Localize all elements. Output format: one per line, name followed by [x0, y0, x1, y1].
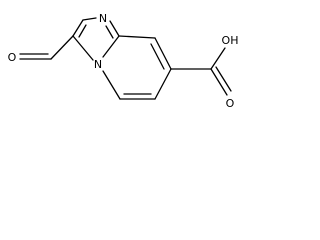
bond-c2-n1	[82, 17, 97, 21]
bond-n1-c8a-double	[105, 25, 114, 39]
chemical-structure: N N O OH O	[8, 12, 239, 110]
bond-c3-c2	[72, 19, 84, 37]
bond-c8-c7	[154, 37, 172, 70]
bond-c7-c6	[154, 68, 172, 100]
atom-n-bridgehead: N	[94, 58, 102, 71]
bond-c8a-c8	[118, 35, 156, 39]
bond-cooh-o	[210, 68, 228, 96]
bond-cooh-oh	[210, 47, 226, 70]
bond-n1-c8a	[109, 20, 120, 37]
atom-o-carbonyl: O	[226, 97, 235, 110]
atom-oh: OH	[222, 34, 239, 47]
atom-n-imidazole: N	[99, 12, 107, 25]
bonds	[19, 17, 232, 100]
bond-c5-n4	[102, 70, 121, 100]
bond-c8-c7-double	[150, 43, 165, 70]
bond-c3-c2-double	[78, 24, 87, 38]
bond-cooh-o-double	[215, 66, 232, 92]
atom-o-aldehyde: O	[8, 51, 17, 64]
atom-labels: N N O OH O	[8, 12, 239, 110]
bond-c8a-n4	[102, 35, 120, 58]
bond-c3-cho	[50, 35, 74, 60]
bond-n4-c3	[72, 35, 94, 61]
